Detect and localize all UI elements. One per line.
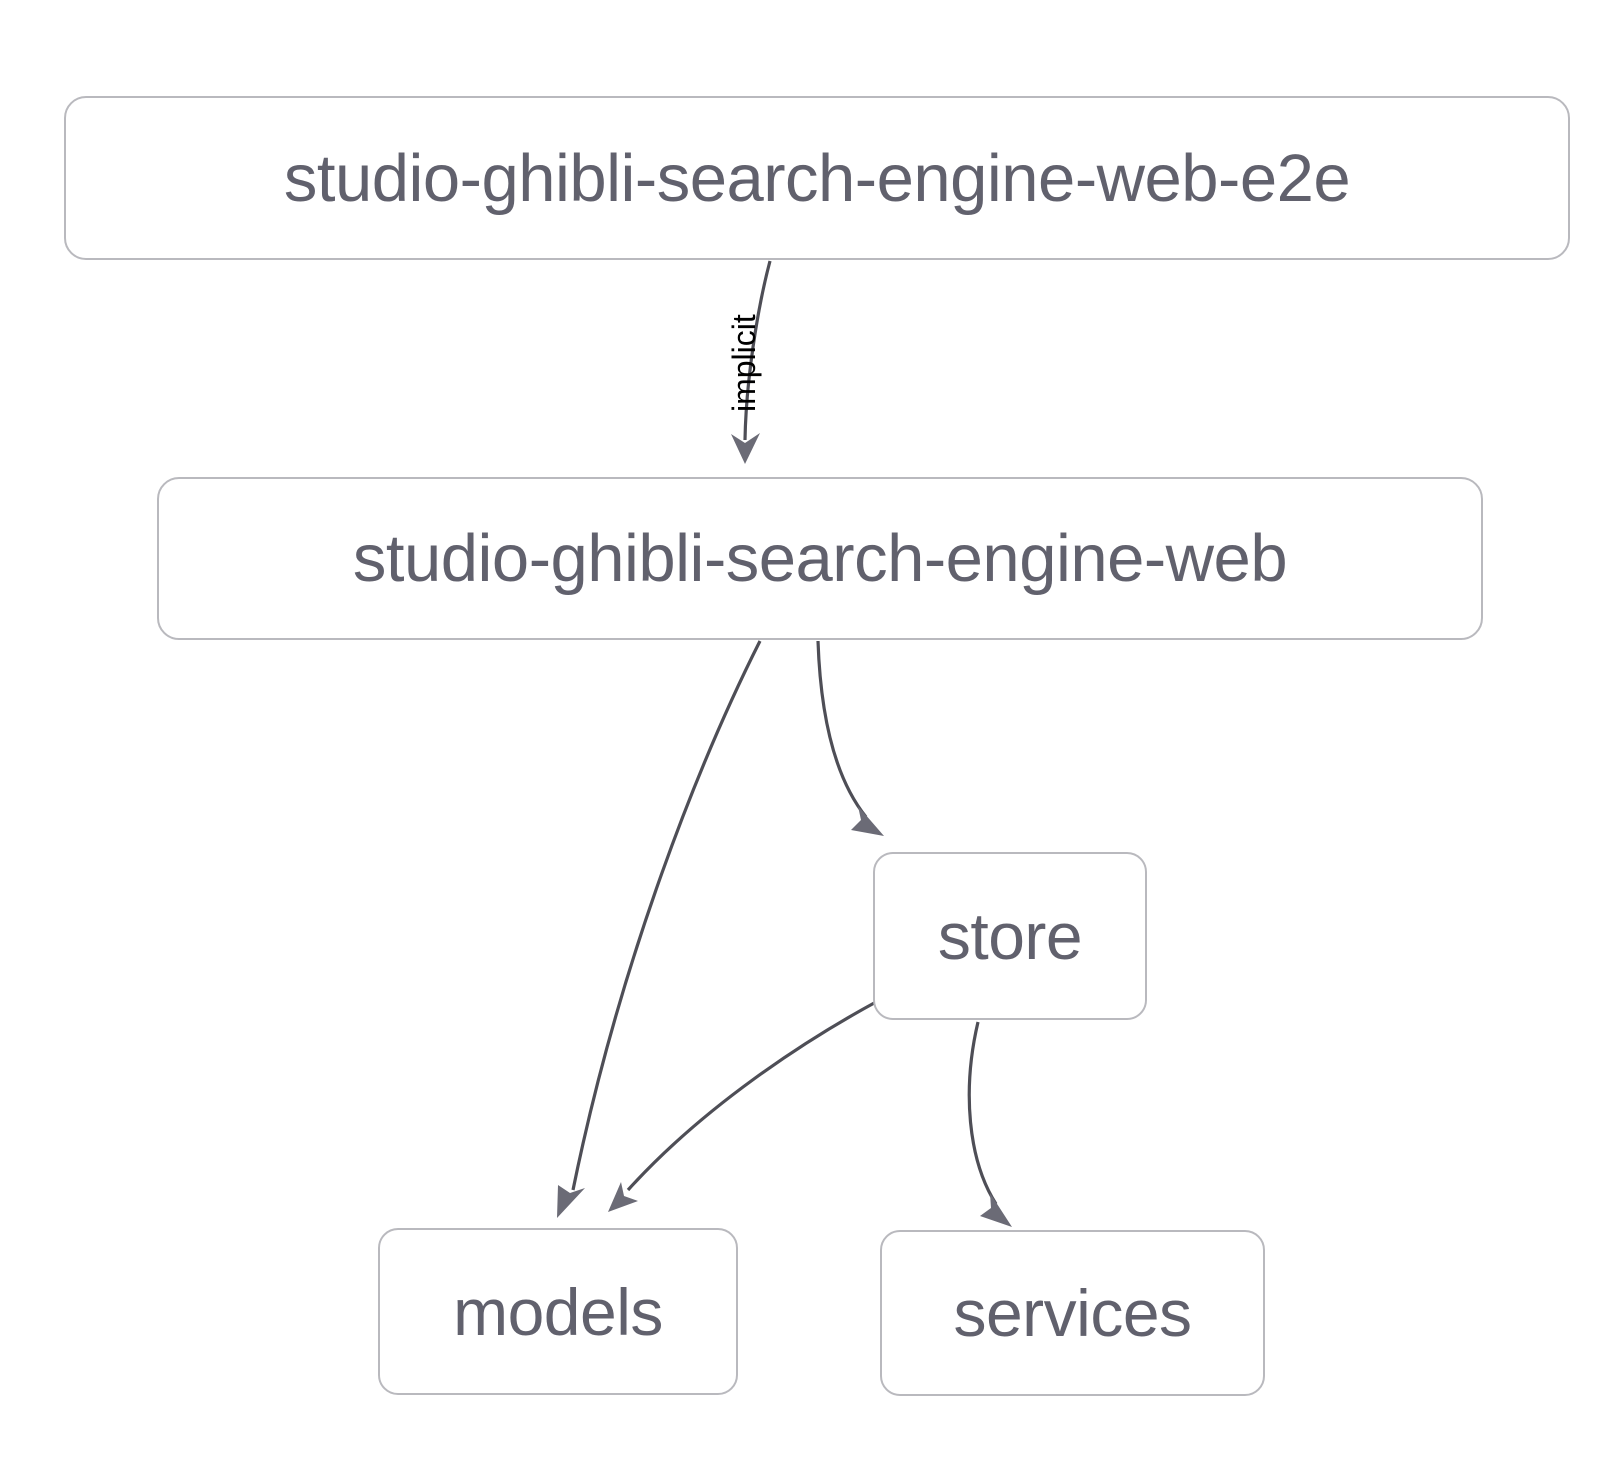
edge-web-to-models (557, 640, 762, 1218)
node-services[interactable]: services (880, 1230, 1265, 1396)
node-label: studio-ghibli-search-engine-web (352, 521, 1288, 596)
node-label: store (937, 899, 1083, 973)
node-label: models (453, 1274, 663, 1349)
node-store[interactable]: store (873, 852, 1147, 1020)
edge-web-to-store (816, 640, 884, 836)
node-studio-ghibli-search-engine-web-e2e[interactable]: studio-ghibli-search-engine-web-e2e (64, 96, 1570, 260)
edge-store-to-models (608, 1000, 877, 1212)
edge-store-to-services (967, 1021, 1012, 1227)
node-studio-ghibli-search-engine-web[interactable]: studio-ghibli-search-engine-web (157, 477, 1483, 640)
edge-label-implicit: implicit (726, 314, 762, 412)
node-label: services (953, 1276, 1192, 1350)
node-label: studio-ghibli-search-engine-web-e2e (283, 140, 1351, 216)
node-models[interactable]: models (378, 1228, 738, 1395)
